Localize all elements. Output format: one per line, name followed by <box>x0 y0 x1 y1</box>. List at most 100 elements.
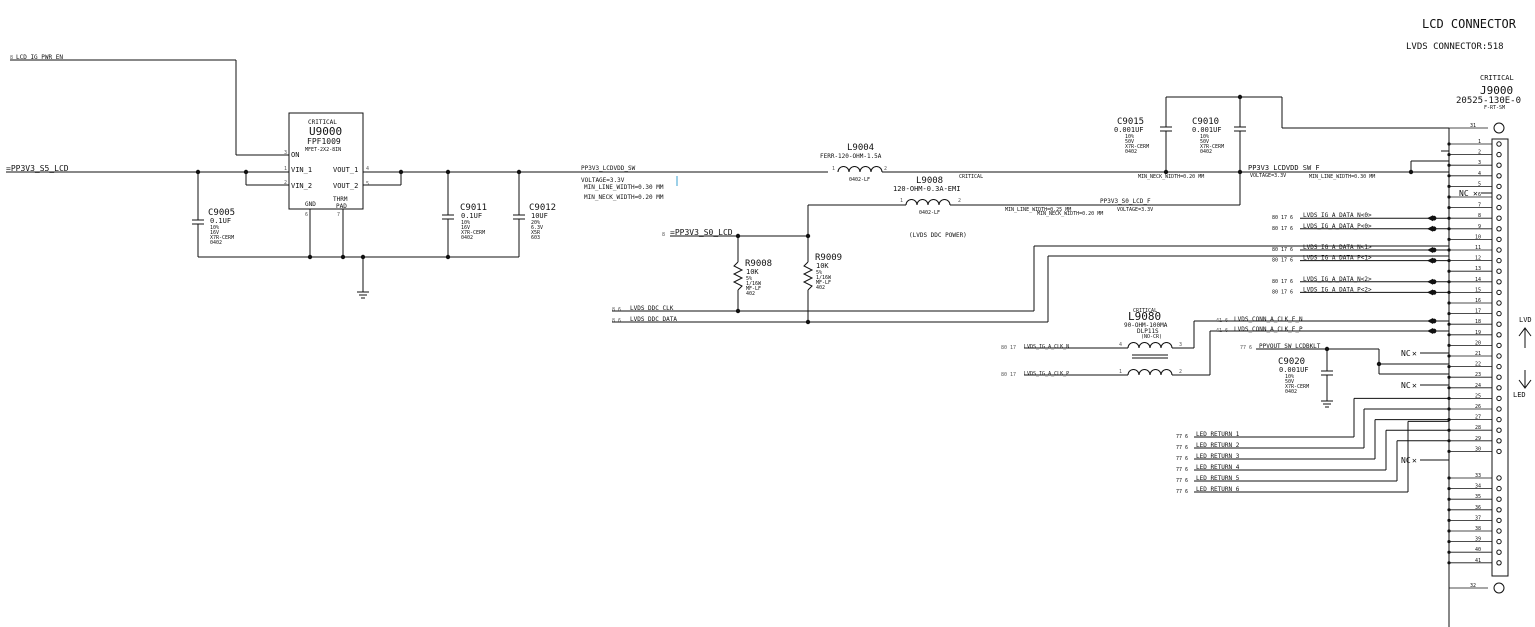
svg-text:23: 23 <box>1475 372 1481 378</box>
pin-38: 38 <box>1447 526 1502 534</box>
pin-19: 19 <box>1447 330 1502 338</box>
svg-text:50V: 50V <box>1125 139 1134 145</box>
pin-28: 28 <box>1447 425 1502 433</box>
j9000-body <box>1491 138 1509 577</box>
svg-text:10%: 10% <box>1125 134 1134 140</box>
pin-11: 11 <box>1447 245 1502 253</box>
svg-text:77 6: 77 6 <box>1176 456 1188 462</box>
svg-text:8: 8 <box>1478 213 1481 219</box>
svg-text:5%: 5% <box>816 270 822 276</box>
nc-pin30: NC <box>1401 456 1411 465</box>
svg-text:MIN_NECK_WIDTH=0.20 MM: MIN_NECK_WIDTH=0.20 MM <box>1138 174 1204 180</box>
svg-text:10%: 10% <box>1285 374 1294 380</box>
svg-text:0402: 0402 <box>461 235 473 241</box>
svg-text:DLP11S: DLP11S <box>1137 328 1159 335</box>
pin-31: 31 <box>1449 122 1505 134</box>
svg-text:VOUT_1: VOUT_1 <box>333 166 358 174</box>
svg-text:LED_RETURN_2: LED_RETURN_2 <box>1196 442 1240 449</box>
svg-text:6.3V: 6.3V <box>531 225 543 231</box>
net-lvds-ddc-data: LVDS_DDC_DATA <box>630 316 677 323</box>
svg-text:1: 1 <box>1478 139 1481 145</box>
svg-text:8: 8 <box>662 232 665 238</box>
net-pp3v3-s0-lcd-f: PP3V3_S0_LCD_F <box>1100 198 1151 205</box>
svg-text:1: 1 <box>832 166 835 172</box>
svg-text:36: 36 <box>1475 505 1481 511</box>
svg-text:120-OHM-0.3A-EMI: 120-OHM-0.3A-EMI <box>893 185 960 193</box>
svg-text:19: 19 <box>1475 330 1481 336</box>
svg-text:40: 40 <box>1475 547 1481 553</box>
svg-text:31: 31 <box>1470 123 1476 129</box>
l9080-coil-top <box>1127 342 1173 349</box>
pin-13: 13 <box>1447 266 1502 274</box>
pin-33: 33 <box>1447 473 1502 481</box>
pin-34: 34 <box>1447 484 1502 492</box>
pin-23: 23 <box>1447 372 1502 380</box>
svg-text:X7R-CERM: X7R-CERM <box>1200 144 1224 150</box>
l9008-coil <box>905 199 951 206</box>
j9000-ref: J9000 <box>1480 84 1513 97</box>
net-ppvout-sw: PPVOUT_SW_LCDBKLT <box>1259 343 1321 350</box>
pin-27: 27 <box>1447 415 1502 423</box>
svg-text:3: 3 <box>1179 342 1182 348</box>
svg-text:17: 17 <box>1475 309 1481 315</box>
svg-text:MIN_LINE_WIDTH=0.30 MM: MIN_LINE_WIDTH=0.30 MM <box>584 184 664 191</box>
led-return-6: 77 6 LED_RETURN_6 <box>1176 420 1449 495</box>
pin-15: 15 <box>1447 287 1502 296</box>
svg-text:80 17 6: 80 17 6 <box>1272 258 1293 264</box>
svg-text:4: 4 <box>366 166 369 172</box>
svg-text:5: 5 <box>366 181 369 187</box>
svg-text:0402-LF: 0402-LF <box>919 210 940 216</box>
pin-37: 37 <box>1447 515 1502 524</box>
svg-text:CRITICAL: CRITICAL <box>959 174 983 180</box>
pin-5: 5 <box>1447 181 1502 190</box>
net-pp3v3-s5-lcd: =PP3V3_S5_LCD <box>6 164 69 173</box>
svg-text:4: 4 <box>1478 171 1481 177</box>
nc-pin20: NC <box>1401 349 1411 358</box>
nc-pin23: NC <box>1401 381 1411 390</box>
label-lvd: LVD <box>1519 316 1532 324</box>
pin-6: 6 <box>1447 192 1502 200</box>
svg-text:FERR-120-OHM-1.5A: FERR-120-OHM-1.5A <box>820 153 882 160</box>
svg-text:80 17 6: 80 17 6 <box>1272 226 1293 232</box>
svg-text:603: 603 <box>531 235 540 241</box>
svg-text:90-OHM-100MA: 90-OHM-100MA <box>1124 322 1168 329</box>
svg-text:402: 402 <box>816 285 825 291</box>
ground-symbol <box>357 291 369 299</box>
u9000-ref: U9000 <box>309 125 342 138</box>
pin-21: 21 <box>1447 351 1502 359</box>
svg-text:MF-LF: MF-LF <box>816 280 831 286</box>
svg-text:15: 15 <box>1475 287 1481 293</box>
svg-text:20525-130E-0: 20525-130E-0 <box>1456 96 1521 106</box>
svg-text:PAD: PAD <box>336 203 347 210</box>
svg-text:LED_RETURN_6: LED_RETURN_6 <box>1196 486 1240 493</box>
svg-text:0.1UF: 0.1UF <box>461 212 482 220</box>
svg-text:11: 11 <box>1475 245 1481 251</box>
svg-text:5%: 5% <box>746 276 752 282</box>
svg-text:3: 3 <box>284 150 287 156</box>
pin-7: 7 <box>1447 203 1502 211</box>
ground-symbol-c9020 <box>1321 400 1333 408</box>
pin-3: 3 <box>1447 160 1502 168</box>
svg-text:VOLTAGE=3.3V: VOLTAGE=3.3V <box>1250 173 1286 179</box>
svg-text:MIN_LINE_WIDTH=0.30 MM: MIN_LINE_WIDTH=0.30 MM <box>1309 174 1375 180</box>
c9020-ref: C9020 <box>1278 357 1305 367</box>
svg-text:77 6: 77 6 <box>1176 434 1188 440</box>
pin-36: 36 <box>1447 505 1502 513</box>
svg-text:30: 30 <box>1475 446 1481 452</box>
svg-text:2: 2 <box>958 198 961 204</box>
svg-text:X7R-CERM: X7R-CERM <box>1125 144 1149 150</box>
svg-text:13: 13 <box>1475 266 1481 272</box>
svg-text:9: 9 <box>1478 224 1481 230</box>
svg-text:LED_RETURN_4: LED_RETURN_4 <box>1196 464 1240 471</box>
svg-text:X7R-CERM: X7R-CERM <box>1285 384 1309 390</box>
pin-8: 8 <box>1447 213 1502 221</box>
svg-text:34: 34 <box>1475 484 1481 490</box>
net-pp3v3-s0-lcd: =PP3V3_S0_LCD <box>670 228 733 237</box>
svg-text:2: 2 <box>284 180 287 186</box>
